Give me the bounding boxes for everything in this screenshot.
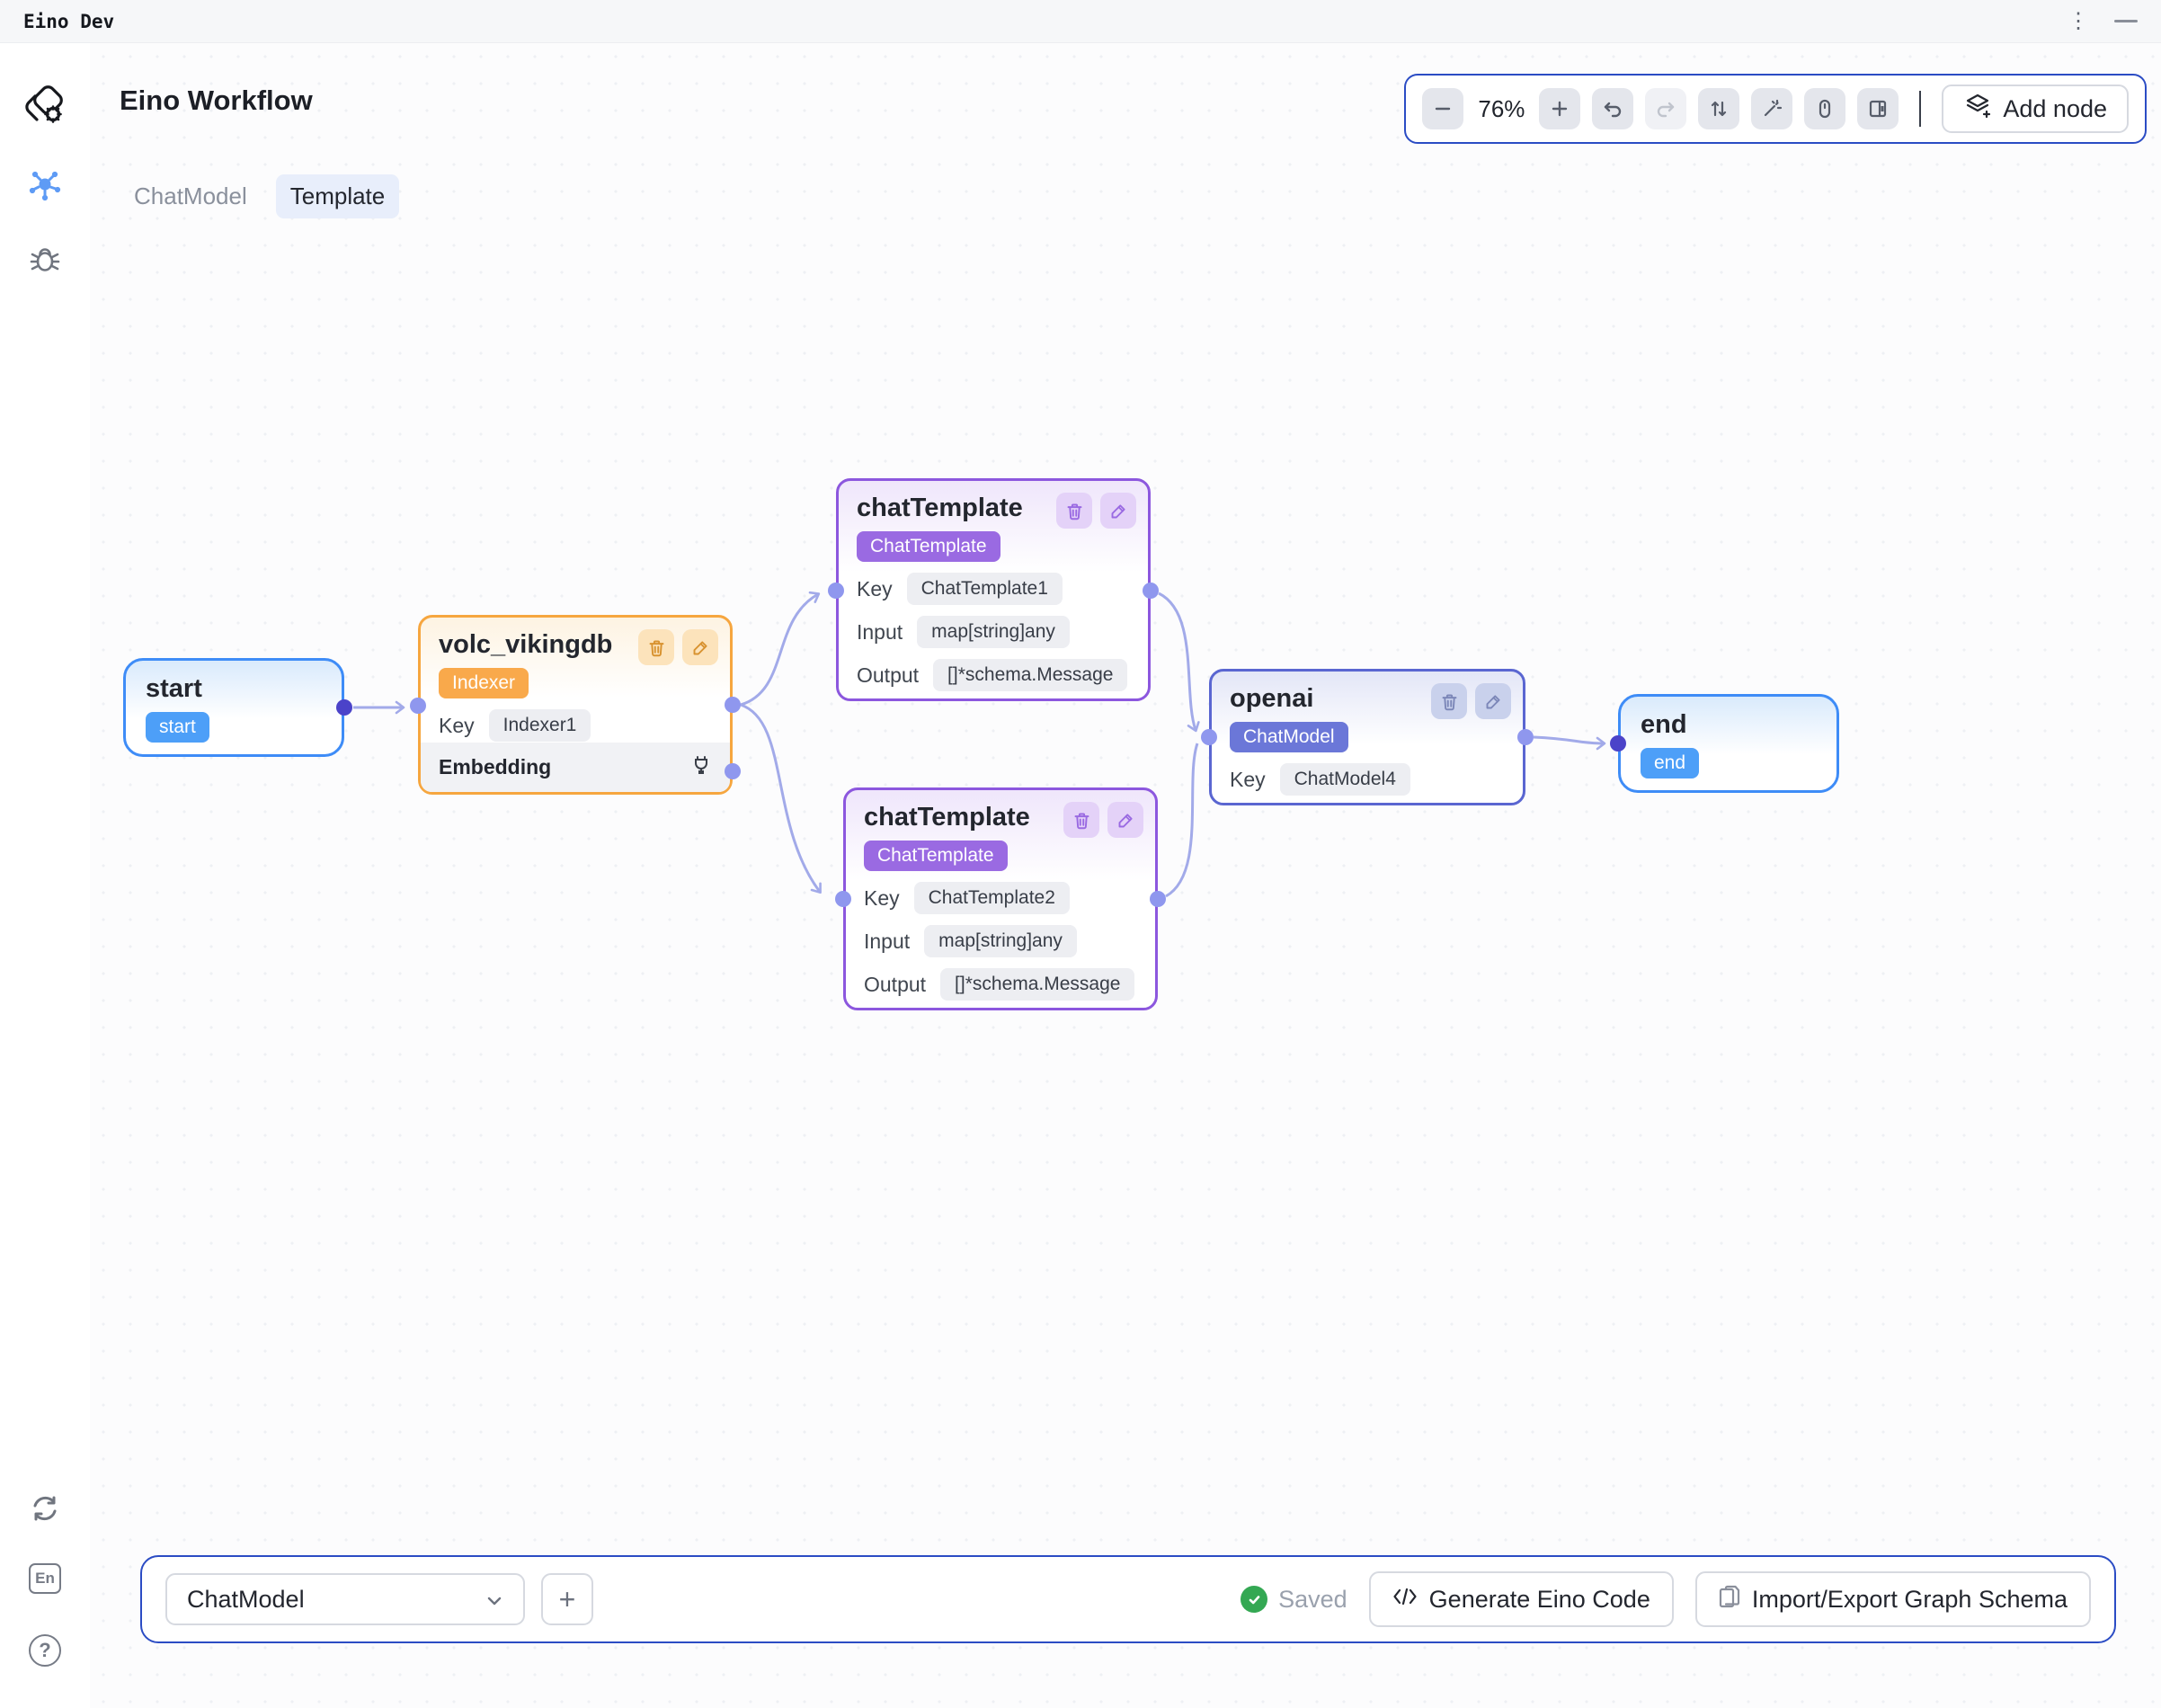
field-label: Output: [864, 972, 927, 996]
edit-node-button[interactable]: [1475, 683, 1511, 719]
delete-node-button[interactable]: [1063, 802, 1099, 838]
node-title: start: [146, 674, 202, 703]
field-value: []*schema.Message: [933, 659, 1128, 691]
node-type-select-value: ChatModel: [187, 1585, 305, 1613]
help-label: ?: [39, 1639, 51, 1661]
tab-template[interactable]: Template: [275, 174, 400, 218]
canvas-toolbar: 76% Add node: [1404, 74, 2147, 144]
node-start[interactable]: start start: [123, 658, 344, 757]
field-value: map[string]any: [924, 925, 1077, 957]
field-label: Output: [857, 663, 920, 687]
page-title: Eino Workflow: [120, 85, 313, 116]
plus-icon: +: [558, 1582, 576, 1615]
node-title: end: [1641, 710, 1687, 739]
plug-icon: [690, 754, 712, 780]
eino-logo-icon: [23, 83, 67, 126]
field-label: Key: [439, 713, 475, 737]
delete-node-button[interactable]: [638, 629, 674, 665]
field-value: ChatTemplate1: [906, 573, 1063, 605]
add-node-label: Add node: [2003, 94, 2107, 122]
node-type-select[interactable]: ChatModel: [165, 1573, 525, 1625]
node-type-badge: start: [146, 712, 209, 743]
saved-check-icon: [1241, 1586, 1268, 1613]
edit-node-button[interactable]: [1100, 493, 1136, 529]
node-type-badge: ChatTemplate: [857, 531, 1000, 562]
sidebar-item-workflow[interactable]: [23, 164, 67, 207]
sidebar: En ?: [0, 43, 90, 1708]
embedding-label: Embedding: [439, 755, 552, 778]
clipboard-icon: [1719, 1585, 1740, 1615]
tab-chatmodel[interactable]: ChatModel: [134, 182, 247, 209]
field-label: Input: [857, 619, 903, 644]
field-value: []*schema.Message: [940, 968, 1135, 1001]
generate-eino-code-button[interactable]: Generate Eino Code: [1368, 1571, 1674, 1627]
app-title: Eino Dev: [23, 10, 115, 32]
edit-node-button[interactable]: [1107, 802, 1143, 838]
sidebar-item-debug[interactable]: [23, 237, 67, 280]
node-type-badge: ChatModel: [1230, 722, 1348, 752]
language-label: En: [35, 1570, 55, 1587]
add-test-node-button[interactable]: +: [541, 1573, 593, 1625]
window-minimize-icon[interactable]: [2114, 20, 2138, 22]
field-value: map[string]any: [917, 616, 1070, 648]
refresh-icon[interactable]: [23, 1487, 67, 1530]
chevron-down-icon: [485, 1586, 503, 1614]
edit-node-button[interactable]: [682, 629, 718, 665]
import-export-schema-button[interactable]: Import/Export Graph Schema: [1694, 1571, 2091, 1627]
save-status-label: Saved: [1278, 1585, 1347, 1613]
zoom-in-button[interactable]: [1539, 88, 1581, 129]
node-chattemplate-2[interactable]: chatTemplate ChatTemplate Key ChatTempla…: [843, 787, 1158, 1010]
node-end[interactable]: end end: [1618, 694, 1839, 793]
redo-button[interactable]: [1645, 88, 1687, 129]
magic-wand-button[interactable]: [1751, 88, 1793, 129]
field-label: Key: [864, 885, 900, 910]
delete-node-button[interactable]: [1431, 683, 1467, 719]
bottom-toolbar: ChatModel + Saved Generate Eino Code Imp…: [140, 1555, 2116, 1643]
minimap-button[interactable]: [1857, 88, 1899, 129]
undo-button[interactable]: [1592, 88, 1634, 129]
node-type-badge: ChatTemplate: [864, 841, 1008, 871]
node-title: chatTemplate: [857, 494, 1023, 522]
node-title: chatTemplate: [864, 803, 1030, 832]
workflow-tabs: ChatModel Template: [120, 174, 400, 218]
auto-layout-button[interactable]: [1698, 88, 1740, 129]
add-node-button[interactable]: Add node: [1942, 85, 2129, 133]
node-openai[interactable]: openai ChatModel Key ChatModel4: [1209, 669, 1525, 805]
window-menu-icon[interactable]: ⋮: [2068, 8, 2089, 33]
generate-eino-code-label: Generate Eino Code: [1428, 1585, 1650, 1613]
zoom-level: 76%: [1478, 94, 1525, 122]
node-type-badge: Indexer: [439, 668, 529, 698]
delete-node-button[interactable]: [1056, 493, 1092, 529]
layers-plus-icon: [1963, 92, 1992, 127]
language-toggle-icon[interactable]: En: [23, 1557, 67, 1600]
node-type-badge: end: [1641, 748, 1700, 778]
node-title: openai: [1230, 684, 1314, 713]
field-label: Key: [857, 576, 893, 600]
toolbar-divider: [1919, 91, 1922, 127]
code-icon: [1392, 1586, 1418, 1614]
zoom-out-button[interactable]: [1422, 88, 1464, 129]
help-icon[interactable]: ?: [23, 1629, 67, 1672]
field-value: ChatModel4: [1279, 763, 1410, 796]
window-titlebar: Eino Dev ⋮: [0, 0, 2161, 43]
save-status: Saved: [1241, 1586, 1347, 1614]
field-label: Key: [1230, 767, 1266, 791]
field-value: Indexer1: [488, 709, 591, 742]
node-title: volc_vikingdb: [439, 630, 613, 659]
import-export-schema-label: Import/Export Graph Schema: [1751, 1585, 2068, 1613]
field-value: ChatTemplate2: [913, 882, 1070, 914]
node-volc-vikingdb[interactable]: volc_vikingdb Indexer Key Indexer1 Embed…: [418, 615, 733, 795]
field-label: Input: [864, 929, 911, 953]
embedding-section[interactable]: Embedding: [421, 743, 730, 792]
node-chattemplate-1[interactable]: chatTemplate ChatTemplate Key ChatTempla…: [836, 478, 1151, 701]
mouse-mode-button[interactable]: [1804, 88, 1846, 129]
